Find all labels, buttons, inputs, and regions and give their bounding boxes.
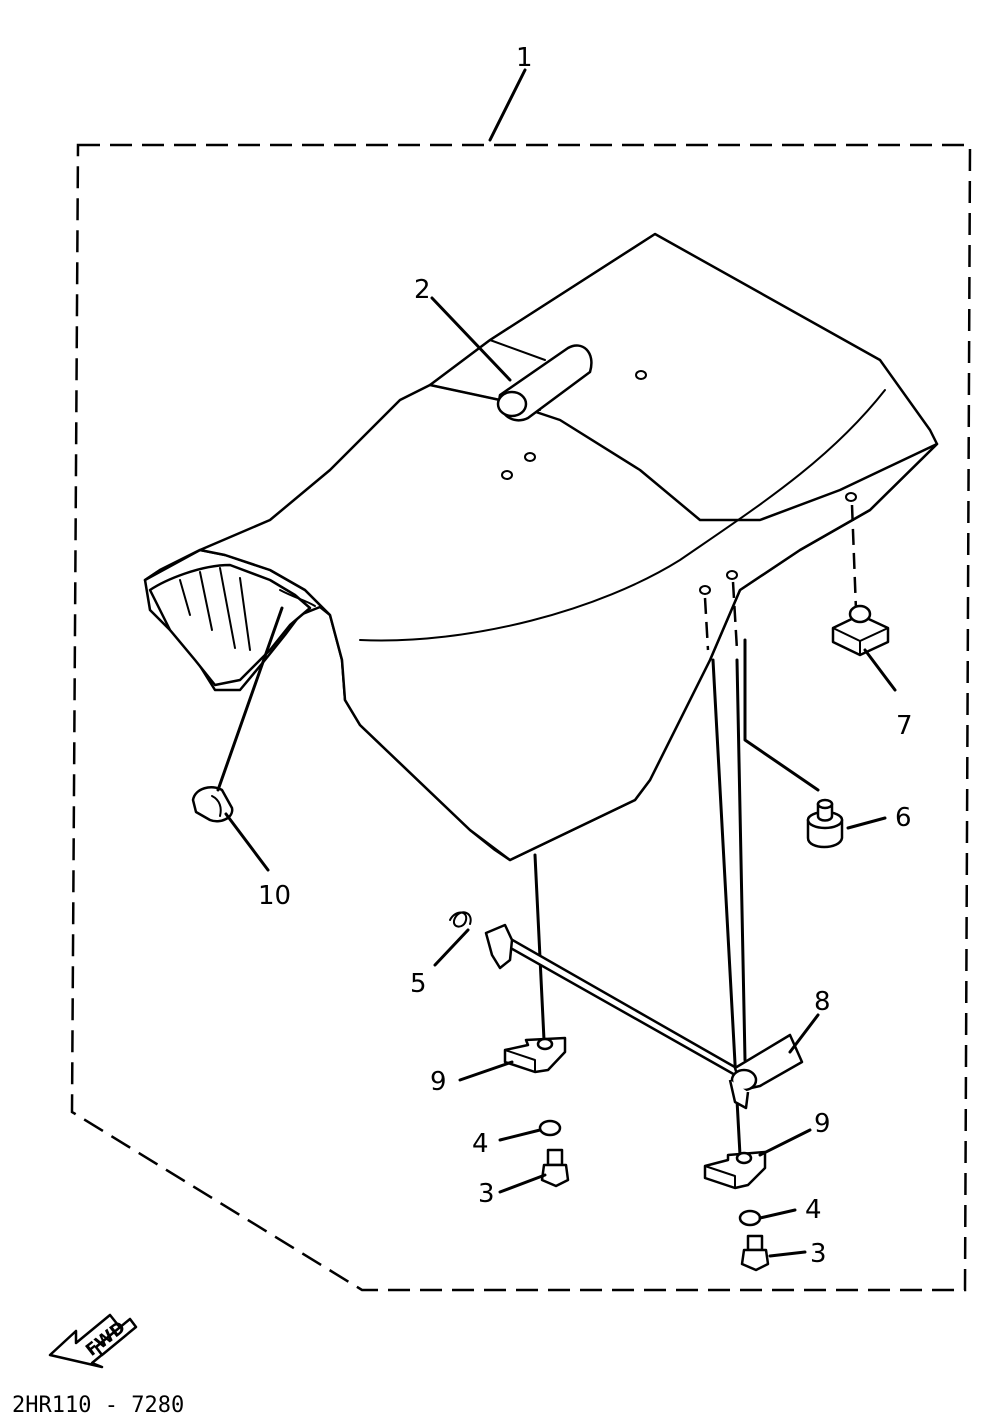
damper-part-10 [191, 786, 234, 823]
spring-part-5 [449, 911, 472, 928]
axis-rear-bracket-b [735, 658, 747, 1062]
leader-6 [743, 638, 820, 792]
drawing-code: 2HR110 - 7280 [12, 1393, 184, 1418]
seat-body [143, 232, 939, 862]
leader-5 [433, 928, 470, 967]
callout-7: 7 [896, 711, 913, 741]
leader-3a [498, 1173, 547, 1194]
leader-8 [788, 1013, 820, 1054]
callout-2: 2 [414, 275, 431, 305]
leader-6b [846, 816, 887, 830]
leader-4b [758, 1208, 797, 1220]
leader-9b [758, 1128, 812, 1157]
callout-4-front: 4 [472, 1129, 489, 1159]
axis-7 [850, 504, 858, 611]
clip-part-7 [831, 604, 890, 657]
bolt-part-3-front [540, 1148, 570, 1188]
callout-1: 1 [516, 43, 533, 73]
bolt-part-3-rear [740, 1234, 770, 1272]
leader-9a [458, 1060, 514, 1082]
callout-3-rear: 3 [810, 1239, 827, 1269]
washer-part-4-front [538, 1119, 562, 1137]
seat-strap-part-2 [496, 344, 593, 422]
seat-holes [501, 370, 857, 595]
axis-right-rear [731, 581, 739, 651]
axis-left-rear [703, 597, 710, 651]
leader-10 [224, 812, 270, 872]
leader-3b [768, 1250, 807, 1258]
callout-9-rear: 9 [814, 1109, 831, 1139]
bracket-part-9-front [503, 1036, 567, 1074]
assembly-boundary [70, 143, 972, 1292]
callout-3-front: 3 [478, 1179, 495, 1209]
leader-7 [863, 648, 897, 692]
callout-9-front: 9 [430, 1067, 447, 1097]
axis-front-bracket [533, 853, 546, 1042]
leader-10-top [216, 606, 284, 792]
lock-rod-part-8 [484, 923, 804, 1110]
leader-4a [498, 1128, 542, 1142]
callout-5: 5 [410, 969, 427, 999]
bracket-part-9-rear [703, 1150, 767, 1190]
washer-part-4-rear [738, 1209, 762, 1227]
leader-2 [430, 296, 512, 382]
callout-6: 6 [895, 803, 912, 833]
callout-8: 8 [814, 987, 831, 1017]
forward-arrow-icon: FWD [48, 1313, 138, 1369]
callout-4-rear: 4 [805, 1195, 822, 1225]
damper-part-6 [806, 798, 844, 849]
callout-10: 10 [258, 881, 291, 911]
leader-1 [488, 68, 527, 142]
